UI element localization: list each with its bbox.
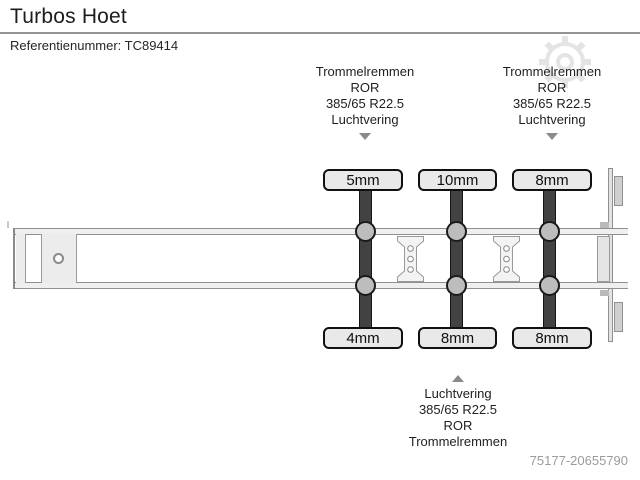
rear-bracket [600, 290, 609, 296]
rear-bracket [600, 222, 609, 228]
rear-crossmember [597, 236, 610, 282]
tread-depth-label: 5mm [323, 169, 403, 191]
spec-line: 385/65 R22.5 [418, 402, 498, 417]
front-end-cap [13, 228, 15, 289]
spec-line: ROR [350, 80, 380, 95]
spec-line: Luchtvering [331, 112, 399, 127]
door-hinge [614, 176, 623, 206]
spec-line: Luchtvering [424, 386, 492, 401]
tread-depth-label: 10mm [418, 169, 497, 191]
pointer-down-icon [546, 133, 558, 140]
spec-line: ROR [443, 418, 473, 433]
spec-line: ROR [537, 80, 567, 95]
gear-watermark-icon [539, 36, 591, 88]
wheel-hub [446, 221, 467, 242]
axle-spec-bottom: Luchtvering 385/65 R22.5 ROR Trommelremm… [378, 375, 538, 450]
axle-spec-top-right: Trommelremmen ROR 385/65 R22.5 Luchtveri… [472, 64, 632, 140]
crossmember-plate [493, 236, 520, 282]
tread-depth-label: 8mm [512, 327, 592, 349]
tread-depth-label: 8mm [418, 327, 497, 349]
wheel-hub [355, 221, 376, 242]
wheel-hub [539, 275, 560, 296]
spec-line: Luchtvering [518, 112, 586, 127]
listing-id: 75177-20655790 [529, 453, 628, 468]
pointer-up-icon [452, 375, 464, 382]
spec-line: Trommelremmen [502, 64, 602, 79]
pointer-down-icon [359, 133, 371, 140]
front-bolster [16, 234, 26, 283]
tread-depth-label: 4mm [323, 327, 403, 349]
door-hinge [614, 302, 623, 332]
spec-line: 385/65 R22.5 [325, 96, 405, 111]
wheel-hub [539, 221, 560, 242]
page-title: Turbos Hoet [10, 5, 127, 28]
axle-bar-3 [543, 189, 556, 329]
front-end-tick [7, 221, 9, 228]
spec-line: Trommelremmen [315, 64, 415, 79]
axle-bar-2 [450, 189, 463, 329]
spec-line: Trommelremmen [408, 434, 508, 449]
wheel-hub [446, 275, 467, 296]
chassis-rail-top [13, 228, 628, 235]
reference-number: Referentienummer: TC89414 [10, 38, 179, 53]
tread-depth-label: 8mm [512, 169, 592, 191]
wheel-hub [355, 275, 376, 296]
spec-line: 385/65 R22.5 [512, 96, 592, 111]
axle-bar-1 [359, 189, 372, 329]
crossmember-plate [397, 236, 424, 282]
axle-spec-top-left: Trommelremmen ROR 385/65 R22.5 Luchtveri… [285, 64, 445, 140]
kingpin [53, 253, 64, 264]
title-divider [0, 32, 640, 34]
chassis-rail-bottom [13, 282, 628, 289]
